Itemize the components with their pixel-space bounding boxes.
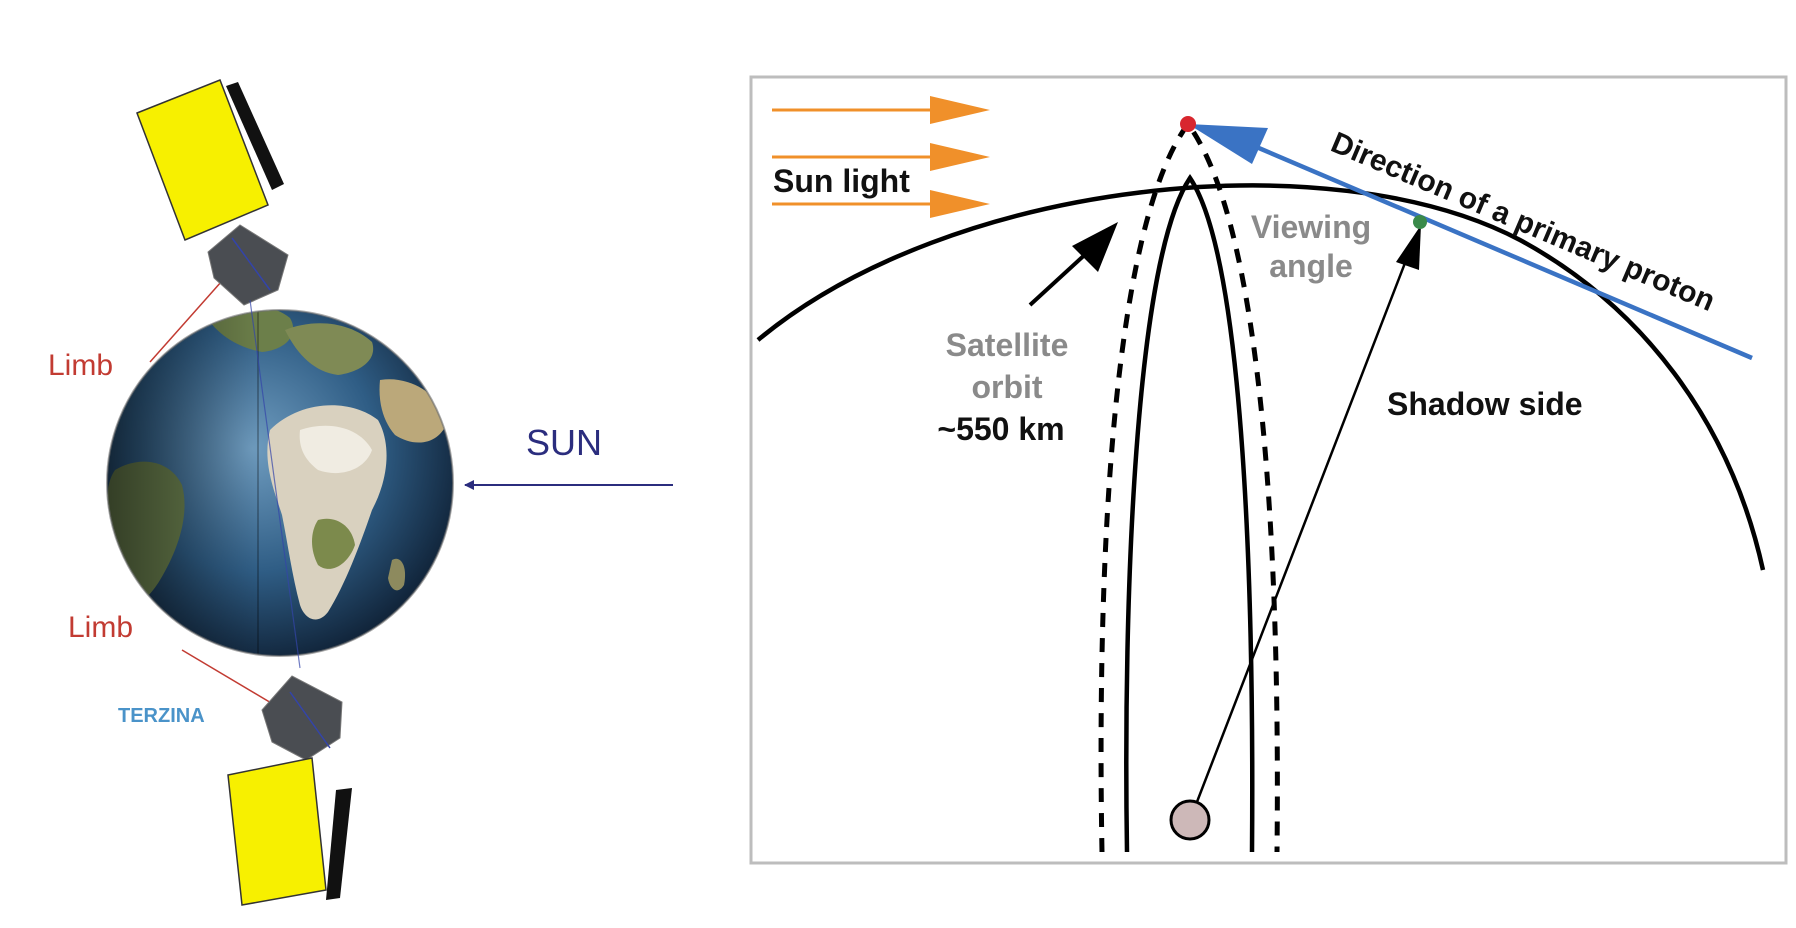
sun-light-label: Sun light (773, 163, 910, 199)
shadow-side-label: Shadow side (1387, 386, 1583, 422)
earth-center-marker (1169, 799, 1211, 841)
satellite-position-marker (1180, 116, 1196, 132)
limb-label-top: Limb (48, 349, 113, 382)
right-panel: Sun light Viewing angle Satellite orbit … (749, 75, 1788, 865)
viewing-line (1188, 249, 1412, 821)
earth-globe-icon (106, 299, 454, 669)
limb-label-bottom: Limb (68, 611, 133, 644)
satellite-icon-bottom (261, 675, 343, 761)
altitude-label: ~550 km (937, 411, 1064, 447)
sunlight-arrows (772, 96, 990, 218)
left-panel: Limb Limb SUN TERZINA (48, 79, 673, 906)
satellite-icon (207, 224, 289, 306)
satellite-bottom (227, 675, 352, 906)
satellite-orbit-dashed (1098, 119, 1280, 853)
proton-entry-marker (1413, 215, 1427, 229)
satellite-top (136, 79, 289, 306)
solar-panel-edge-bottom (326, 788, 352, 900)
orbit-pointer-line (1028, 248, 1092, 307)
primary-proton-line (1239, 137, 1753, 361)
orbit-pointer-arrowhead (1072, 222, 1118, 272)
orbit-inner (1124, 173, 1255, 853)
viewing-angle-label-1: Viewing (1251, 209, 1371, 245)
solar-panel-edge-top (226, 82, 284, 190)
earth-surface-arc (756, 183, 1766, 571)
satellite-orbit-label-2: orbit (971, 369, 1042, 405)
viewing-angle-label-2: angle (1269, 248, 1353, 284)
satellite-orbit-label-1: Satellite (946, 327, 1069, 363)
diagram-frame (749, 75, 1788, 865)
primary-proton-arrowhead (1188, 124, 1268, 164)
terzina-label: TERZINA (118, 705, 205, 727)
sun-label: SUN (526, 422, 602, 463)
solar-panel-top (136, 79, 269, 241)
viewing-line-arrowhead (1396, 225, 1421, 270)
solar-panel-bottom (227, 757, 327, 906)
